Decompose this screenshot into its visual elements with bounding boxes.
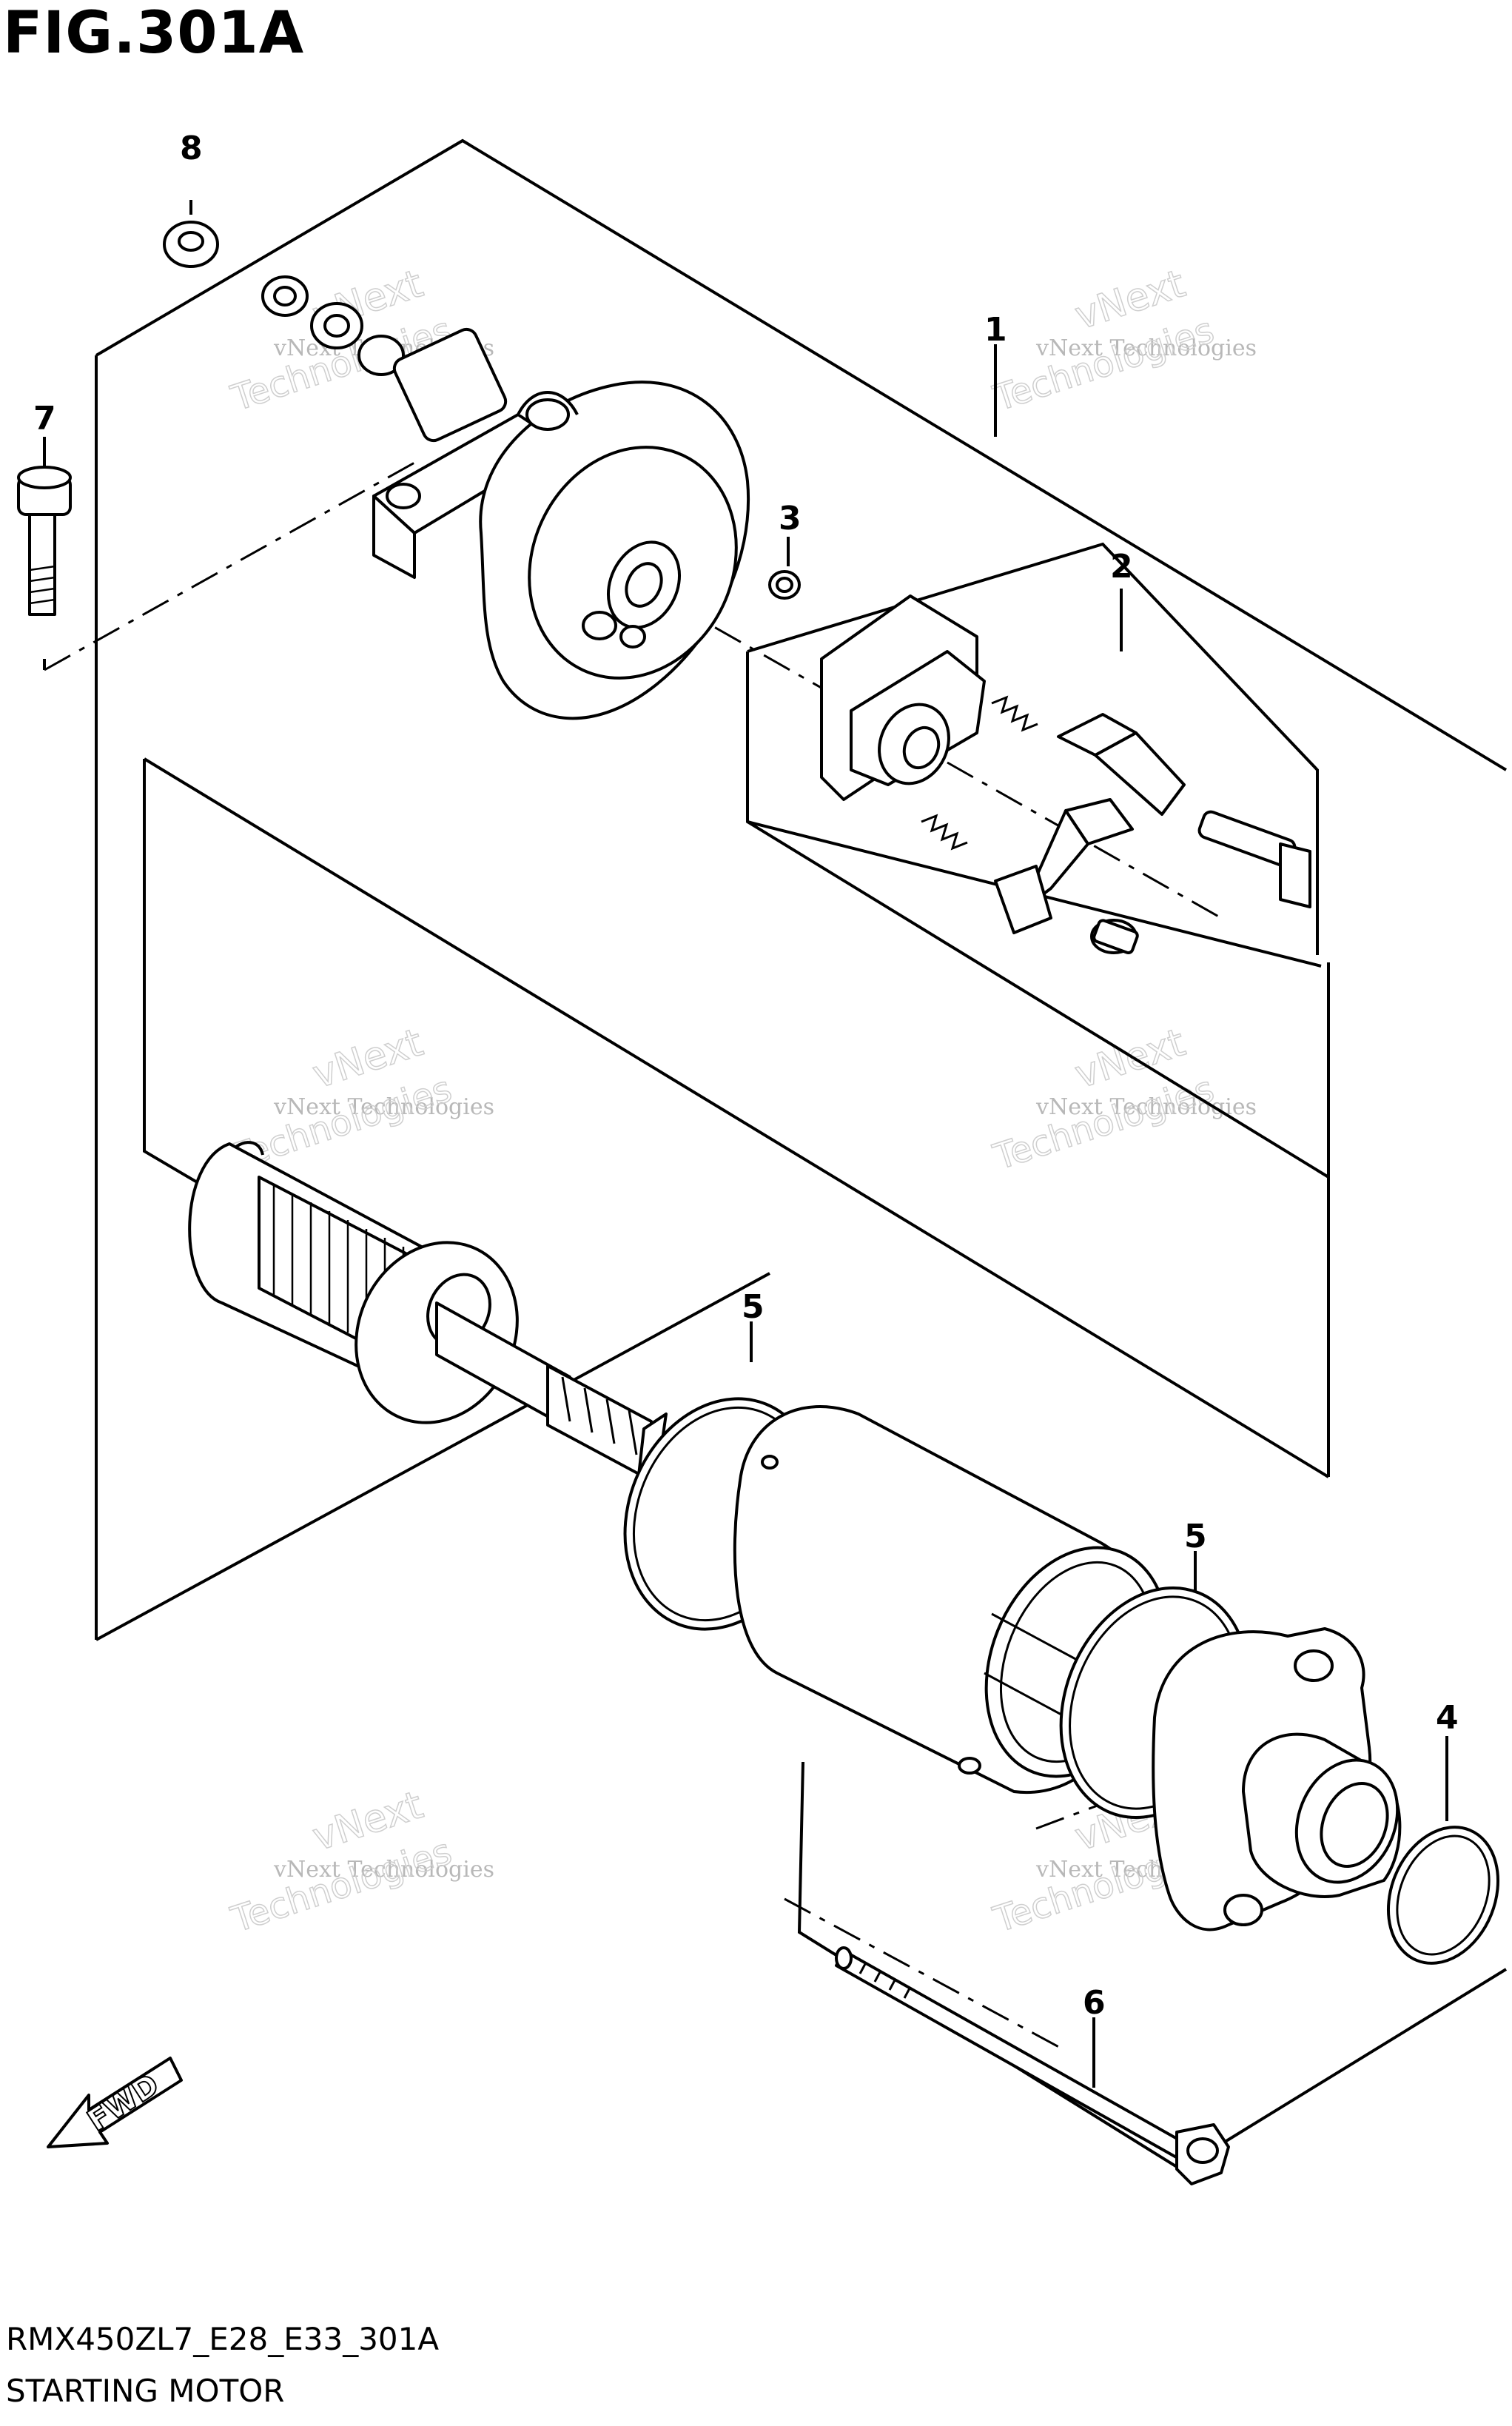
watermark-5: vNext Technologies vNext Technologies (226, 1783, 494, 1942)
rear-end-frame (372, 381, 750, 720)
callout-2: 2 (1110, 548, 1133, 586)
figure-title: FIG.301A (3, 0, 305, 67)
part-7-bolt (17, 437, 72, 616)
front-bracket (1152, 1627, 1402, 1931)
callouts: 1 2 3 4 5 5 6 7 8 (33, 130, 1459, 2022)
watermark-2: vNext Technologies vNext Technologies (988, 261, 1257, 420)
callout-4: 4 (1436, 1699, 1459, 1737)
callout-8: 8 (180, 130, 203, 167)
callout-5b: 5 (1184, 1518, 1207, 1555)
part-4-oring (1386, 1736, 1500, 1965)
part-8-nut (163, 200, 219, 268)
callout-7: 7 (33, 400, 56, 438)
callout-5a: 5 (742, 1288, 765, 1326)
svg-text:vNext Technologies: vNext Technologies (1035, 335, 1257, 361)
fwd-label: FWD (81, 2068, 165, 2139)
part-3-oring (768, 537, 801, 600)
callout-6: 6 (1083, 1984, 1106, 2022)
fwd-arrow: FWD (47, 2057, 183, 2148)
callout-3: 3 (779, 500, 802, 537)
watermark-3: vNext Technologies vNext Technologies (226, 1020, 494, 1179)
callout-1: 1 (984, 311, 1007, 349)
figure-code: RMX450ZL7_E28_E33_301A (6, 2321, 440, 2357)
part-6-through-bolt (835, 1946, 1230, 2185)
part-2-brush-holder (820, 594, 1311, 954)
svg-text:vNext Technologies: vNext Technologies (1035, 1094, 1257, 1120)
callout-leaders (994, 344, 1123, 651)
terminal-washers (261, 275, 508, 443)
svg-text:vNext Technologies: vNext Technologies (273, 1094, 494, 1120)
figure-name: STARTING MOTOR (6, 2373, 285, 2409)
svg-text:vNext Technologies: vNext Technologies (273, 1857, 494, 1883)
watermark-4: vNext Technologies vNext Technologies (988, 1020, 1257, 1179)
armature (188, 1141, 682, 1497)
